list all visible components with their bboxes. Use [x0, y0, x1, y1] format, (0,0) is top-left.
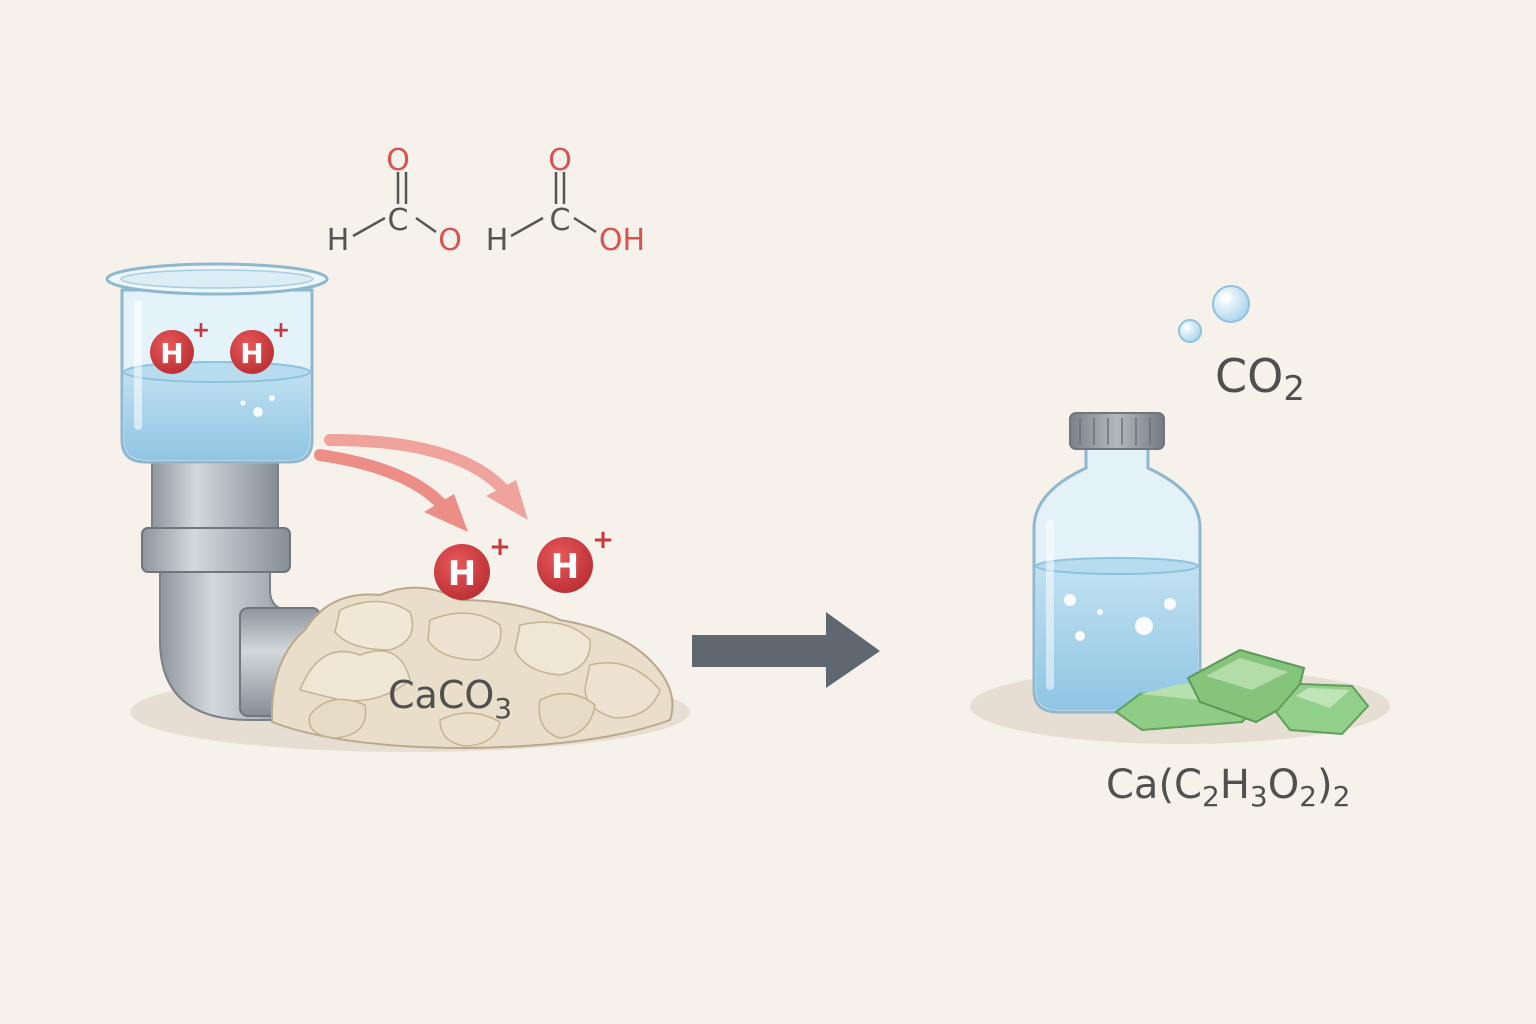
- hydrogen-label: H: [486, 223, 509, 258]
- oxygen-side-label: O: [438, 223, 462, 258]
- gas-formula: CO2: [1215, 349, 1305, 409]
- h-ion-4: H +: [537, 525, 614, 593]
- ion-charge: +: [489, 532, 511, 562]
- ion-symbol: H: [448, 554, 476, 594]
- formic-structure-1: O C H O: [327, 143, 462, 258]
- oxygen-top-label: O: [548, 143, 572, 178]
- h-ion-1: H +: [150, 318, 210, 374]
- h-ion-3: H +: [434, 532, 511, 600]
- proton-flow-arrows: [314, 434, 528, 532]
- ion-symbol: H: [240, 337, 263, 370]
- h-ion-2: H +: [230, 318, 290, 374]
- ion-charge: +: [592, 525, 614, 555]
- product-formula: Ca(C2H3O2)2: [1106, 762, 1350, 813]
- hydroxyl-label: OH: [599, 223, 645, 258]
- limestone-pile: CaCO3: [270, 586, 674, 750]
- calcium-acetate-crystals: [1114, 648, 1370, 736]
- reaction-arrow: [692, 612, 880, 688]
- co2-bubbles: [1178, 285, 1250, 343]
- formic-structure-2: O C H OH: [486, 143, 645, 258]
- drain-pipe: [141, 459, 321, 721]
- carbon-label: C: [550, 203, 571, 238]
- product-bottle: [1032, 412, 1202, 714]
- beaker: [105, 262, 329, 464]
- carbon-label: C: [388, 203, 409, 238]
- ion-charge: +: [192, 318, 210, 343]
- ion-charge: +: [272, 318, 290, 343]
- oxygen-top-label: O: [386, 143, 410, 178]
- reactant-formula: CaCO3: [388, 673, 512, 725]
- ion-symbol: H: [160, 337, 183, 370]
- ion-symbol: H: [551, 547, 579, 587]
- hydrogen-label: H: [327, 223, 350, 258]
